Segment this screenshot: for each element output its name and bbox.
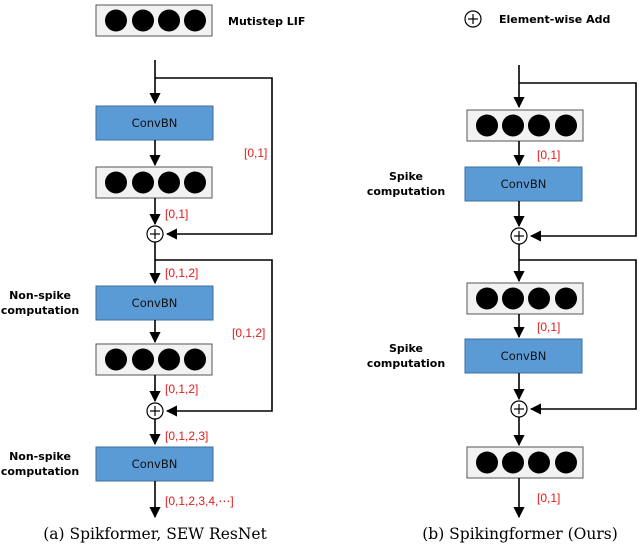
left-label-output: [0,1,2,3,4,⋯]	[165, 494, 234, 508]
right-label-output: [0,1]	[537, 491, 560, 505]
right-skip-connection-1	[519, 82, 637, 242]
left-convbn-1: ConvBN	[95, 105, 214, 141]
right-lif-1	[466, 109, 584, 142]
left-lif-1	[95, 166, 213, 199]
right-add-1	[510, 227, 528, 245]
legend-add-label: Element-wise Add	[499, 13, 610, 26]
left-skip-connection-2	[155, 259, 273, 417]
left-label-after-lif1: [0,1]	[165, 207, 188, 221]
right-lif-3	[466, 446, 584, 479]
left-side-label-nonspike2-line1: Non-spike	[9, 450, 71, 463]
left-label-after-add2: [0,1,2,3]	[165, 429, 208, 443]
left-add-1	[146, 225, 164, 243]
left-side-label-nonspike2-line2: computation	[1, 465, 79, 478]
left-convbn-3: ConvBN	[95, 446, 214, 482]
right-side-label-spike2-line2: computation	[367, 357, 445, 370]
left-lif-2	[95, 343, 213, 376]
right-convbn-1: ConvBN	[464, 166, 583, 202]
left-side-label-nonspike1-line1: Non-spike	[9, 289, 71, 302]
right-label-after-lif2: [0,1]	[537, 320, 560, 334]
left-label-skip1: [0,1]	[244, 146, 267, 160]
left-label-skip2: [0,1,2]	[232, 326, 265, 340]
left-caption: (a) Spikformer, SEW ResNet	[43, 525, 267, 543]
right-side-label-spike1-line1: Spike	[389, 170, 423, 183]
right-lif-2	[466, 282, 584, 315]
left-label-after-lif2: [0,1,2]	[165, 382, 198, 396]
left-label-after-add1: [0,1,2]	[165, 266, 198, 280]
left-side-label-nonspike1-line2: computation	[1, 304, 79, 317]
right-side-label-spike1-line2: computation	[367, 185, 445, 198]
legend-lif-label: Mutistep LIF	[228, 15, 305, 28]
svg-text:ConvBN: ConvBN	[132, 296, 178, 310]
svg-text:ConvBN: ConvBN	[132, 116, 178, 130]
legend-add-icon	[464, 10, 482, 28]
left-add-2	[146, 402, 164, 420]
left-convbn-2: ConvBN	[95, 285, 214, 321]
right-caption: (b) Spikingformer (Ours)	[422, 525, 618, 543]
svg-text:ConvBN: ConvBN	[501, 349, 547, 363]
right-convbn-2: ConvBN	[464, 338, 583, 374]
svg-text:ConvBN: ConvBN	[132, 457, 178, 471]
right-skip-connection-2	[519, 259, 637, 415]
right-label-after-lif1: [0,1]	[537, 148, 560, 162]
right-add-2	[510, 400, 528, 418]
legend-lif-icon	[95, 4, 213, 37]
right-side-label-spike2-line1: Spike	[389, 342, 423, 355]
left-skip-connection-1	[155, 77, 273, 240]
svg-text:ConvBN: ConvBN	[501, 177, 547, 191]
